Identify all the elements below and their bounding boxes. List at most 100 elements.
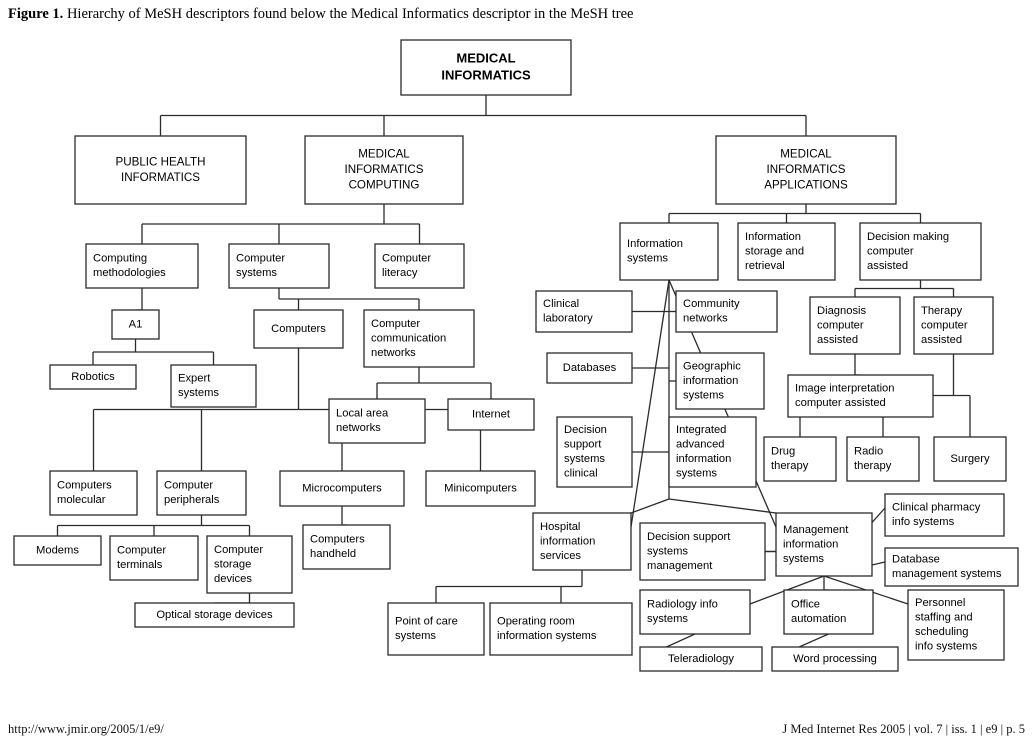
node-label-medical-informatics: INFORMATICS — [441, 67, 531, 82]
node-optical-storage-devices[interactable]: Optical storage devices — [134, 602, 295, 628]
node-label-minicomputers: Minicomputers — [444, 482, 517, 494]
node-label-computers-molecular: molecular — [57, 494, 106, 506]
node-label-therapy-computer-assisted: Therapy — [921, 305, 962, 317]
node-surgery[interactable]: Surgery — [933, 436, 1007, 482]
node-label-radio-therapy: Radio — [854, 446, 883, 458]
node-label-teleradiology: Teleradiology — [668, 653, 734, 665]
node-label-computing-methodologies: Computing — [93, 253, 147, 265]
node-label-operating-room-information-systems: information systems — [497, 630, 597, 642]
node-databases[interactable]: Databases — [546, 352, 633, 384]
figure-caption-text: Hierarchy of MeSH descriptors found belo… — [66, 6, 634, 22]
node-label-computer-storage-devices: storage — [214, 558, 251, 570]
node-label-diagnosis-computer-assisted: Diagnosis — [817, 305, 867, 317]
node-label-local-area-networks: networks — [336, 422, 381, 434]
node-box-robotics — [49, 364, 137, 390]
node-label-geographic-information-systems: information — [683, 375, 738, 387]
node-label-hospital-information-services: services — [540, 550, 581, 562]
node-box-local-area-networks — [328, 398, 426, 444]
node-label-computer-terminals: Computer — [117, 545, 166, 557]
node-box-modems — [13, 535, 102, 566]
node-microcomputers[interactable]: Microcomputers — [279, 470, 405, 507]
figure-caption: Figure 1. Hierarchy of MeSH descriptors … — [8, 6, 1018, 23]
node-box-databases — [546, 352, 633, 384]
node-robotics[interactable]: Robotics — [49, 364, 137, 390]
node-label-computer-storage-devices: Computer — [214, 544, 263, 556]
node-label-computers-handheld: handheld — [310, 548, 356, 560]
node-box-expert-systems — [170, 364, 257, 408]
node-modems[interactable]: Modems — [13, 535, 102, 566]
node-teleradiology[interactable]: Teleradiology — [639, 646, 763, 672]
node-box-public-health-informatics — [74, 135, 247, 205]
node-a1[interactable]: A1 — [111, 309, 160, 340]
node-label-radiology-info-systems: systems — [647, 613, 688, 625]
node-label-information-storage-and-retrieval: Information — [745, 231, 801, 243]
node-label-personnel-staffing-and-scheduling-info-systems: staffing and — [915, 612, 973, 624]
node-label-decision-support-systems-clinical: clinical — [564, 468, 598, 480]
page-footer: http://www.jmir.org/2005/1/e9/ J Med Int… — [0, 722, 1033, 746]
node-word-processing[interactable]: Word processing — [771, 646, 899, 672]
node-label-radio-therapy: therapy — [854, 460, 892, 472]
node-box-personnel-staffing-and-scheduling-info-systems — [907, 589, 1005, 661]
node-minicomputers[interactable]: Minicomputers — [425, 470, 536, 507]
node-label-hospital-information-services: information — [540, 535, 595, 547]
node-label-a1: A1 — [129, 318, 143, 330]
node-radio-therapy[interactable]: Radio therapy — [846, 436, 920, 482]
node-box-point-of-care-systems — [387, 602, 485, 656]
node-box-clinical-pharmacy-info-systems — [884, 493, 1005, 537]
node-label-computer-peripherals: peripherals — [164, 494, 220, 506]
node-label-expert-systems: systems — [178, 387, 219, 399]
node-label-integrated-advanced-information-systems: Integrated — [676, 424, 726, 436]
node-label-decision-support-systems-management: Decision support — [647, 531, 731, 543]
connector-diag-hospital-information-services — [630, 498, 670, 514]
node-label-medical-informatics-applications: MEDICAL — [780, 148, 832, 161]
node-label-therapy-computer-assisted: assisted — [921, 334, 962, 346]
node-box-computers — [253, 309, 344, 349]
node-box-therapy-computer-assisted — [913, 296, 994, 355]
node-label-medical-informatics-computing: COMPUTING — [349, 179, 420, 192]
node-computers[interactable]: Computers — [253, 309, 344, 349]
node-box-decision-support-systems-management — [639, 522, 766, 581]
node-box-surgery — [933, 436, 1007, 482]
node-label-public-health-informatics: PUBLIC HEALTH — [116, 155, 206, 168]
node-internet[interactable]: Internet — [447, 398, 535, 431]
node-label-geographic-information-systems: Geographic — [683, 360, 741, 372]
node-label-clinical-pharmacy-info-systems: info systems — [892, 516, 955, 528]
